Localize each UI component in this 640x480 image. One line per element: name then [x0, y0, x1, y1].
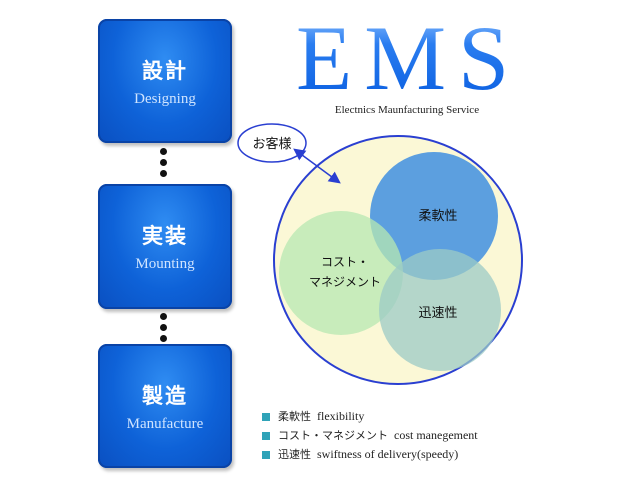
- step-manufacture: 製造 Manufacture: [98, 344, 232, 468]
- legend-square-icon: [262, 432, 270, 440]
- connector-dots-2: [160, 313, 168, 346]
- label-flexibility: 柔軟性: [418, 208, 457, 224]
- ems-title: EMS: [296, 7, 522, 109]
- legend-item-flexibility: 柔軟性 flexibility: [262, 408, 364, 424]
- step-mounting: 実装 Mounting: [98, 184, 232, 309]
- legend-item-cost: コスト・マネジメント cost manegement: [262, 427, 478, 443]
- legend-item-speed: 迅速性 swiftness of delivery(speedy): [262, 446, 458, 462]
- legend-jp: 迅速性: [278, 448, 311, 461]
- step-designing: 設計 Designing: [98, 19, 232, 143]
- label-speed: 迅速性: [418, 306, 457, 321]
- legend-en: flexibility: [317, 409, 365, 423]
- customer-ellipse: [237, 123, 307, 163]
- legend-square-icon: [262, 413, 270, 421]
- step-mounting-jp: 実装: [142, 224, 188, 248]
- legend-jp: コスト・マネジメント: [278, 429, 388, 442]
- ems-subtitle: Electnics Maunfacturing Service: [334, 104, 480, 116]
- circle-speed: [379, 249, 501, 371]
- label-cost-line2: マネジメント: [309, 275, 381, 289]
- customer-arrow: [293, 148, 341, 184]
- connector-dots-1: [160, 148, 168, 181]
- step-mounting-en: Mounting: [135, 256, 195, 272]
- legend-en: swiftness of delivery(speedy): [317, 447, 459, 461]
- circle-cost: [279, 211, 403, 335]
- circle-flexibility: [370, 152, 498, 280]
- label-cost-line1: コスト・: [321, 255, 369, 269]
- customer-label: お客様: [252, 136, 291, 152]
- legend-jp: 柔軟性: [278, 410, 311, 423]
- step-manufacture-jp: 製造: [142, 384, 188, 408]
- step-manufacture-en: Manufacture: [126, 416, 204, 432]
- step-designing-en: Designing: [134, 91, 196, 107]
- step-designing-jp: 設計: [142, 59, 188, 83]
- legend-square-icon: [262, 451, 270, 459]
- legend-en: cost manegement: [394, 428, 478, 442]
